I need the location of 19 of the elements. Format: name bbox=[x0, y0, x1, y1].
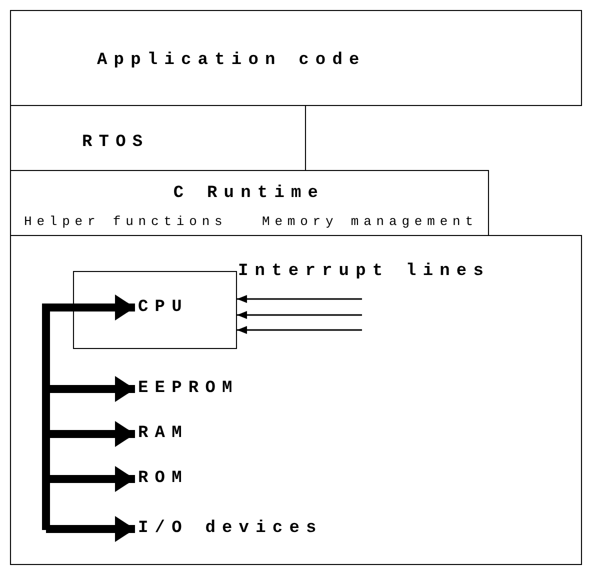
component-label: I/O devices bbox=[138, 519, 323, 539]
component-label: RAM bbox=[138, 424, 188, 444]
cpu-box bbox=[73, 271, 237, 349]
component-label: ROM bbox=[138, 469, 188, 489]
interrupt-arrow bbox=[237, 295, 362, 303]
layer-title: C Runtime bbox=[172, 185, 326, 202]
layer-title: RTOS bbox=[82, 134, 150, 151]
hardware-layer-box bbox=[10, 235, 582, 565]
layer-box bbox=[10, 105, 306, 171]
layer-box bbox=[10, 170, 489, 236]
layer-item: Memory management bbox=[262, 215, 478, 228]
layer-box bbox=[10, 10, 582, 106]
signal-group-label: Interrupt lines bbox=[238, 263, 490, 280]
layer-title: Application code bbox=[97, 52, 366, 69]
layer-item: Helper functions bbox=[24, 215, 228, 228]
component-label: CPU bbox=[138, 299, 188, 316]
component-label: EEPROM bbox=[138, 379, 239, 399]
interrupt-arrow bbox=[237, 311, 362, 319]
interrupt-arrow bbox=[237, 326, 362, 334]
